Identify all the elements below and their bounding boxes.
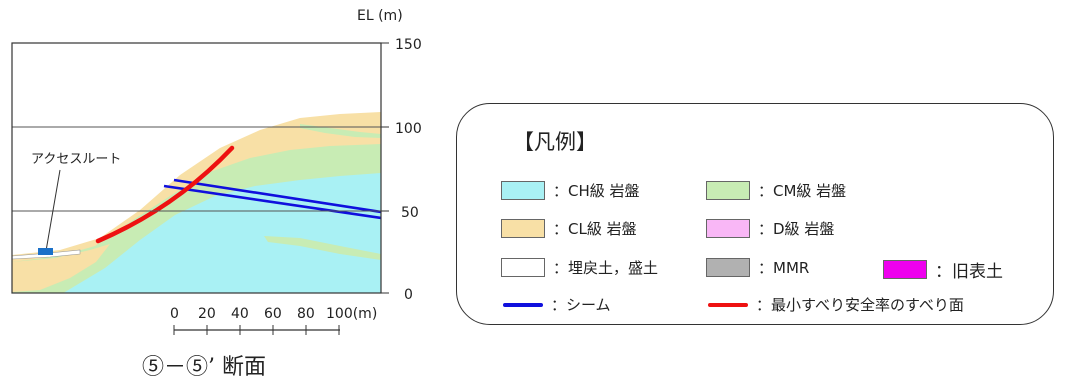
ch-rock-layer: [63, 173, 381, 293]
section-title: ⑤－⑤’ 断面: [142, 355, 266, 380]
legend-item-fill: ：埋戻土，盛土: [501, 257, 658, 278]
access-route-marker: [38, 248, 53, 255]
slip-surface-line: [95, 145, 235, 244]
scale-bar-label: 20: [198, 306, 216, 322]
legend-label: ：埋戻土，盛土: [553, 259, 659, 277]
legend-item-cl-rock: ：CL級 岩盤: [501, 218, 637, 239]
legend-item-old-topsoil: ：旧表土: [883, 257, 1003, 282]
cm-rock-lens-upper: [350, 150, 381, 162]
elevation-tick-label: 150: [395, 37, 422, 53]
legend-item-d-rock: ：D級 岩盤: [706, 218, 834, 239]
legend-label: ：CL級 岩盤: [553, 220, 637, 238]
scale-bar-label: 80: [297, 306, 315, 322]
legend-swatch-ch-rock: [501, 181, 545, 200]
elevation-tick-label: 0: [404, 287, 413, 303]
legend-item-mmr: ：MMR: [706, 257, 809, 278]
access-route-leader: [45, 169, 61, 252]
scale-bar-label: 100(m): [326, 306, 377, 322]
elevation-tick-label: 100: [395, 121, 422, 137]
legend-line-slip-surface: [708, 302, 748, 307]
legend-swatch-old-topsoil: [883, 260, 927, 279]
legend-item-cm-rock: ：CM級 岩盤: [706, 180, 846, 201]
legend-swatch-mmr: [706, 258, 750, 277]
legend-label: ：D級 岩盤: [758, 220, 835, 238]
legend-label: ：CM級 岩盤: [758, 182, 847, 200]
legend-label: ：CH級 岩盤: [553, 182, 640, 200]
legend-label: ：最小すべり安全率のすべり面: [756, 296, 964, 314]
cl-rock-lower-layer: [12, 244, 110, 292]
legend-title: 【凡例】: [513, 130, 597, 154]
legend-swatch-cl-rock: [501, 219, 545, 238]
scale-bar-label: 40: [231, 306, 249, 322]
legend-swatch-fill: [501, 258, 545, 277]
cm-rock-lens: [264, 236, 381, 260]
legend-label: ：MMR: [758, 259, 810, 277]
elevation-tick-label: 50: [401, 205, 419, 221]
legend-item-ch-rock: ：CH級 岩盤: [501, 180, 640, 201]
seam-line: [163, 184, 381, 220]
legend-item-seam: ：シーム: [501, 294, 611, 315]
legend-swatch-cm-rock: [706, 181, 750, 200]
seam-line: [173, 178, 381, 214]
scale-bar-label: 60: [264, 306, 282, 322]
scale-bar-label: 0: [170, 306, 179, 322]
legend-label: ：旧表土: [935, 262, 1003, 282]
legend-swatch-d-rock: [706, 219, 750, 238]
elevation-axis-label: EL (m): [357, 8, 403, 24]
legend-label: ：シーム: [551, 296, 611, 314]
legend-line-seam: [503, 302, 543, 307]
legend-box: 【凡例】 ：CH級 岩盤 ：CM級 岩盤 ：CL級 岩盤 ：D級 岩盤 ：埋戻土…: [456, 103, 1054, 325]
access-route-label: アクセスルート: [31, 152, 121, 167]
legend-item-slip-surface: ：最小すべり安全率のすべり面: [706, 294, 964, 315]
section-frame: [11, 42, 382, 294]
